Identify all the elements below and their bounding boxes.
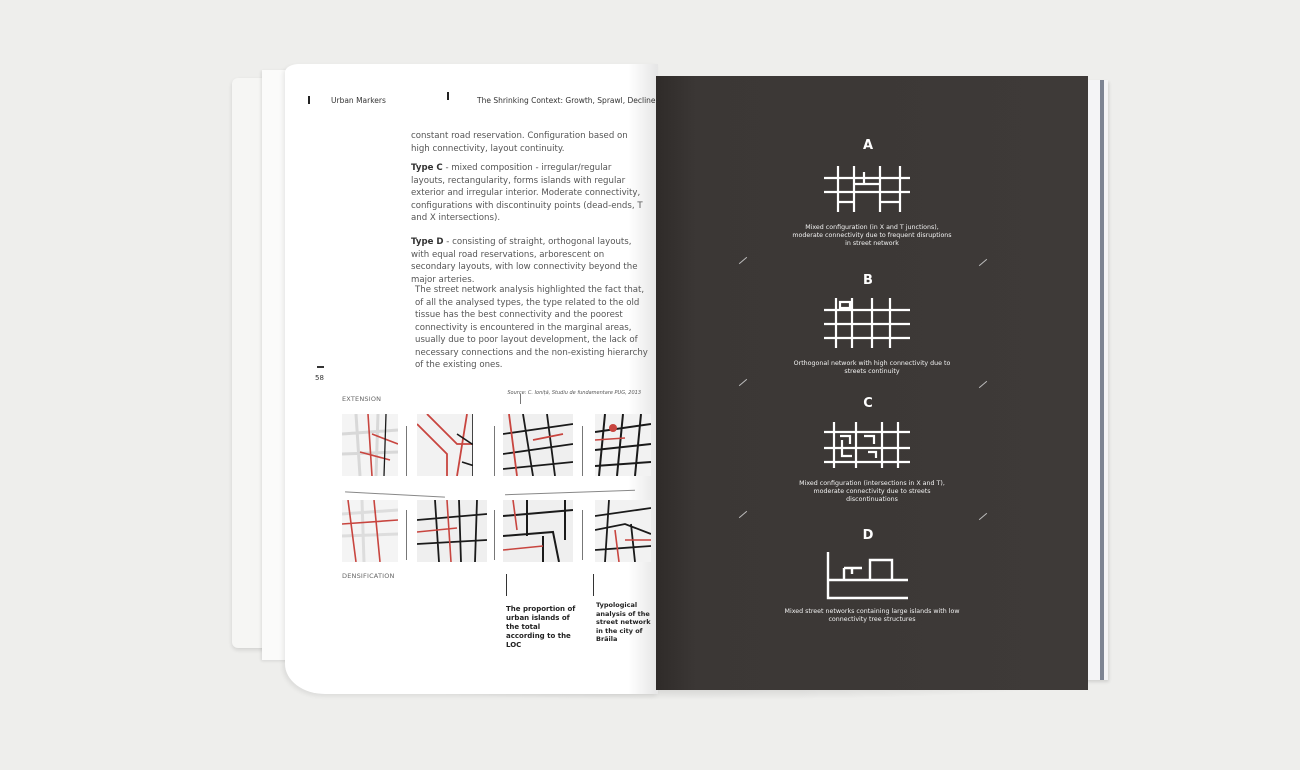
page-number: 58: [315, 374, 324, 382]
divider-v-2: [494, 426, 495, 476]
label-extension: EXTENSION: [342, 395, 382, 403]
street-map-3: [503, 414, 573, 476]
tick-mark: [978, 380, 988, 389]
tick-mark: [738, 256, 748, 265]
paragraph-analysis: The street network analysis highlighted …: [415, 285, 648, 370]
street-map-8: [595, 500, 651, 562]
street-map-7: [503, 500, 573, 562]
type-c-text: - mixed composition - irregular/regular …: [411, 163, 643, 223]
street-map-2: [417, 414, 473, 476]
page-stack-right: [1086, 80, 1108, 680]
street-map-5: [342, 500, 398, 562]
diagram-description-a: Mixed configuration (in X and T junction…: [792, 224, 952, 247]
paragraph-intro: constant road reservation. Configuration…: [411, 131, 628, 154]
header-bar-center: [447, 92, 449, 100]
diagram-letter-c: C: [863, 396, 873, 411]
diagram-description-d: Mixed street networks containing large i…: [784, 608, 960, 623]
street-map-6: [417, 500, 487, 562]
street-map-4: [595, 414, 651, 476]
tick-mark: [978, 512, 988, 521]
label-densification: DENSIFICATION: [342, 572, 395, 580]
left-page: Urban Markers The Shrinking Context: Gro…: [285, 64, 658, 694]
gutter-shadow: [628, 64, 658, 694]
divider-h-1: [345, 491, 445, 498]
caption-rule-1: [506, 574, 507, 596]
diagram-letter-b: B: [863, 273, 873, 288]
page-number-dash: [317, 366, 324, 368]
tick-mark: [738, 378, 748, 387]
divider-v-1: [406, 426, 407, 476]
paragraph-type-c: Type C - mixed composition - irregular/r…: [411, 162, 647, 225]
book-cover-edge-right: [1100, 80, 1104, 680]
diagram-letter-d: D: [862, 528, 874, 543]
caption-rule-2: [593, 574, 594, 596]
diagram-letter-a: A: [862, 138, 874, 153]
divider-v-4: [406, 510, 407, 560]
caption-typological: Typological analysis of the street netwo…: [596, 601, 651, 643]
street-diagram-c: [824, 422, 910, 468]
divider-v-5: [494, 510, 495, 560]
right-page: A Mixed configuration (in X and T juncti…: [656, 76, 1088, 690]
street-map-1: [342, 414, 398, 476]
type-c-label: Type C: [411, 163, 443, 173]
paragraph-type-d: Type D - consisting of straight, orthogo…: [411, 236, 647, 286]
divider-v-3: [582, 426, 583, 476]
diagram-description-b: Orthogonal network with high connectivit…: [793, 360, 951, 375]
street-diagram-d: [826, 552, 908, 600]
divider-top: [520, 394, 521, 404]
header-left-title: Urban Markers: [331, 96, 386, 105]
diagram-description-c: Mixed configuration (intersections in X …: [799, 480, 945, 503]
type-d-label: Type D: [411, 237, 444, 247]
tick-mark: [978, 258, 988, 267]
header-bar-left: [308, 96, 310, 104]
source-credit: Source: C. Ioniță, Studiu de fundamentar…: [507, 390, 641, 396]
caption-proportion: The proportion of urban islands of the t…: [506, 605, 576, 649]
header-right-title: The Shrinking Context: Growth, Sprawl, D…: [477, 96, 656, 105]
tick-mark: [738, 510, 748, 519]
street-diagram-b: [824, 298, 910, 348]
type-d-text: - consisting of straight, orthogonal lay…: [411, 237, 638, 285]
divider-h-2: [505, 489, 635, 496]
divider-v-6: [582, 510, 583, 560]
street-diagram-a: [824, 166, 910, 212]
